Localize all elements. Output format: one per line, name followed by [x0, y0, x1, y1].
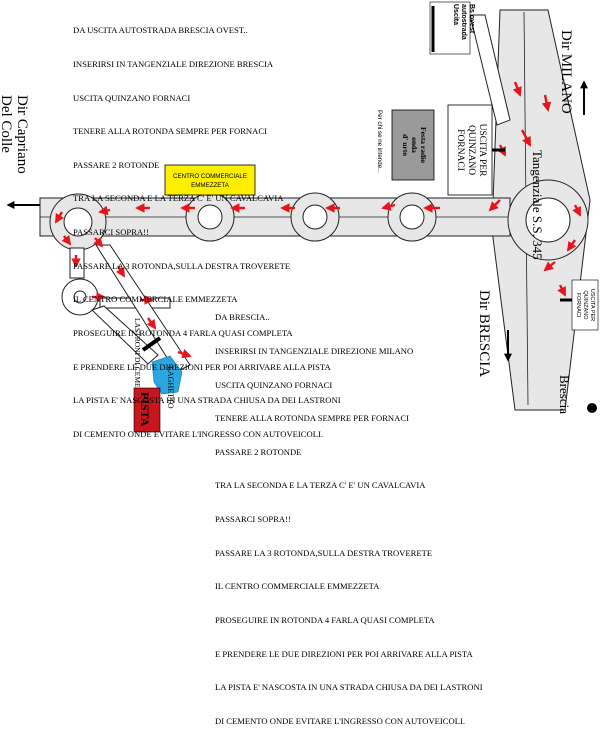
- instruction-line: DA USCITA AUTOSTRADA BRESCIA OVEST..: [73, 25, 248, 36]
- instruction-line: INSERIRSI IN TANGENZIALE DIREZIONE BRESC…: [73, 59, 274, 70]
- festa-radio-label: onda: [410, 137, 419, 153]
- uscita-quinzano-small-label: USCITA PER: [589, 289, 595, 321]
- route-arrow: [98, 205, 111, 216]
- instruction-line: E PRENDERE LE DUE DIREZIONI PER POI ARRI…: [215, 648, 473, 659]
- instruction-line: LA PISTA E' NASCOSTA IN UNA STRADA CHIUS…: [215, 682, 483, 693]
- lastroni-barrier: [141, 336, 162, 352]
- instruction-line: TRA LA SECONDA E LA TERZA C' E' UN CAVAL…: [215, 480, 426, 491]
- route-arrow: [541, 94, 552, 112]
- roundabout-3-island: [302, 204, 328, 230]
- instruction-line: TENERE ALLA ROTONDA SEMPRE PER FORNACI: [73, 126, 267, 137]
- lastroni-label: LASTRONI DI CEMENTO: [133, 318, 142, 403]
- route-arrow: [93, 237, 104, 248]
- uscita-quinzano-small-label: QUINZANO: [582, 290, 588, 320]
- route-arrow: [512, 81, 522, 97]
- centro-commerciale-box: [164, 164, 256, 196]
- dir-brescia-label: Dir BRESCIA: [476, 290, 492, 377]
- instruction-line: PROSEGUIRE IN ROTONDA 4 FARLA QUASI COMP…: [73, 327, 293, 338]
- festa-radio-label: d' urto: [401, 134, 410, 156]
- centro-commerciale-label: CENTRO COMMERCIALE: [173, 173, 247, 180]
- route-arrow: [381, 201, 396, 211]
- roundabout-2-island: [197, 204, 223, 230]
- instruction-line: PASSARE LA 3 ROTONDA,SULLA DESTRA TROVER…: [73, 260, 291, 271]
- route-arrow: [488, 199, 501, 212]
- instruction-line: TENERE ALLA ROTONDA SEMPRE PER FORNACI: [215, 413, 409, 424]
- uscita-quinzano-label: FORNACI: [455, 129, 465, 171]
- route-arrow: [115, 265, 126, 278]
- laghetto-shape: [151, 355, 183, 395]
- instruction-line: TRA LA SECONDA E LA TERZA C' E' UN CAVAL…: [73, 193, 284, 204]
- uscita-quinzano-small-label: FORNACI: [575, 293, 581, 318]
- instruction-line: E PRENDERE LE DUE DIREZIONI PER POI ARRI…: [73, 361, 331, 372]
- small-roundabout-island: [73, 290, 87, 304]
- instructions-bottom: DA BRESCIA.. INSERIRSI IN TANGENZIALE DI…: [215, 290, 483, 738]
- route-arrow: [557, 284, 567, 297]
- tangenziale-label: Tangenziale S.S. 345: [530, 150, 545, 260]
- uscita-quinzano-label: QUINZANO: [466, 125, 476, 175]
- instruction-line: LA PISTA E' NASCOSTA IN UNA STRADA CHIUS…: [73, 395, 341, 406]
- centro-commerciale-label: EMMEZZETA: [191, 182, 230, 189]
- instruction-line: USCITA QUINZANO FORNACI: [215, 379, 333, 390]
- pista-box: [133, 387, 161, 433]
- route-arrow: [61, 234, 72, 246]
- instruction-line: PASSARE 2 ROTONDE: [215, 446, 302, 457]
- dir-capriano-label: Del Colle: [0, 95, 14, 153]
- festa-radio-box: [391, 109, 435, 181]
- autostrada-ramp: [469, 14, 511, 126]
- instruction-line: INSERIRSI IN TANGENZIALE DIREZIONE MILAN…: [215, 346, 414, 357]
- instruction-line: DA BRESCIA..: [215, 312, 270, 323]
- brescia-label: Brescia: [557, 375, 572, 414]
- instruction-line: PASSARCI SOPRA!!: [73, 227, 149, 238]
- roundabout-4-island: [399, 204, 425, 230]
- instruction-line: PASSARCI SOPRA!!: [215, 514, 291, 525]
- route-arrow: [520, 129, 532, 147]
- uscita-quinzano-sign: [447, 104, 493, 196]
- uscita-autostrada-label: Bs ovest: [468, 4, 475, 34]
- instructions-top: DA USCITA AUTOSTRADA BRESCIA OVEST.. INS…: [73, 3, 341, 451]
- laghetto-label: LAGHETTO: [166, 366, 175, 409]
- uscita-quinzano-label: USCITA PER: [477, 124, 487, 177]
- instruction-line: PASSARE LA 3 ROTONDA,SULLA DESTRA TROVER…: [215, 547, 433, 558]
- dir-capriano-label: Dir Capriano: [14, 95, 30, 174]
- festa-note: Per chi se ne intende...: [376, 110, 383, 174]
- route-arrow: [572, 204, 582, 217]
- uscita-autostrada-label: Uscita: [452, 4, 459, 25]
- route-arrow: [543, 261, 556, 272]
- pista-road-down: [91, 305, 159, 365]
- uscita-autostrada-sign: [429, 1, 471, 55]
- instruction-line: IL CENTRO COMMERCIALE EMMEZZETA: [73, 294, 238, 305]
- instruction-line: PROSEGUIRE IN ROTONDA 4 FARLA QUASI COMP…: [215, 614, 435, 625]
- pista-label: PISTA: [138, 392, 152, 427]
- dir-milano-label: Dir MILANO: [558, 30, 574, 114]
- festa-radio-label: Festa radio: [419, 127, 428, 163]
- uscita-quinzano-small-sign: [571, 279, 599, 331]
- uscita-autostrada-label: autostrada: [460, 4, 467, 40]
- roundabout-5-island: [525, 197, 571, 243]
- brescia-dot: [587, 403, 597, 413]
- instruction-line: IL CENTRO COMMERCIALE EMMEZZETA: [215, 581, 380, 592]
- route-arrow: [54, 211, 65, 224]
- instruction-line: USCITA QUINZANO FORNACI: [73, 92, 191, 103]
- instruction-line: DI CEMENTO ONDE EVITARE L'INGRESSO CON A…: [73, 428, 323, 439]
- route-map: CENTRO COMMERCIALE EMMEZZETA Festa radio…: [0, 1, 599, 433]
- route-arrow: [146, 317, 157, 330]
- instruction-line: PASSARE 2 ROTONDE: [73, 159, 160, 170]
- route-arrow: [177, 349, 192, 359]
- route-arrow: [566, 239, 577, 252]
- instruction-line: DI CEMENTO ONDE EVITARE L'INGRESSO CON A…: [215, 715, 465, 726]
